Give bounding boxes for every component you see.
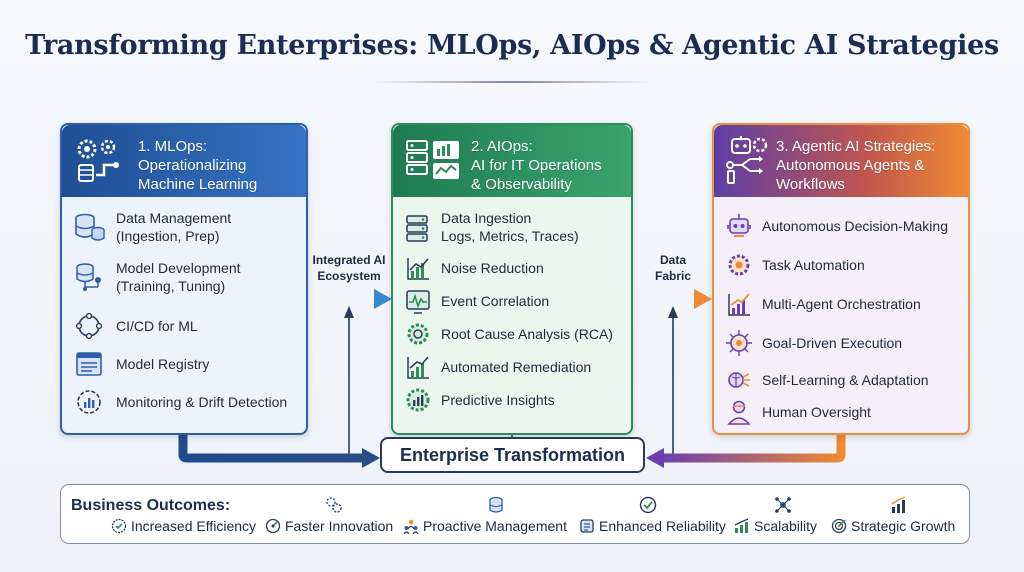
panel-agentic-body: Autonomous Decision-Making Task Automati… — [714, 197, 968, 433]
business-outcomes-label: Business Outcomes: — [71, 497, 231, 514]
panel-aiops-title: 2. AIOps: AI for IT Operations & Observa… — [471, 138, 602, 193]
bar-chart-icon — [407, 356, 429, 379]
panel-mlops-title: 1. MLOps: Operationalizing Machine Learn… — [138, 138, 258, 193]
shield-icon — [580, 519, 594, 533]
title-divider — [372, 81, 652, 83]
list-item: Root Cause Analysis (RCA) — [405, 319, 625, 349]
cycle-icon — [75, 312, 103, 340]
target-icon — [831, 518, 847, 534]
list-item: Human Oversight — [726, 397, 962, 427]
connector-label-right: Data Fabric — [654, 253, 691, 283]
gauge-icon — [265, 518, 281, 534]
list-item: Noise Reduction — [405, 253, 625, 283]
list-item: Predictive Insights — [405, 385, 625, 415]
check-badge-icon — [111, 518, 127, 534]
gears-icon — [77, 139, 119, 182]
panel-agentic-header: 3. Agentic AI Strategies: Autonomous Age… — [714, 125, 968, 197]
panel-mlops-body: Data Management (Ingestion, Prep) Model … — [62, 197, 306, 433]
list-item: Event Correlation — [405, 286, 625, 316]
arrow-mlops-center — [178, 435, 366, 463]
robot-workflow-icon — [726, 136, 768, 184]
enterprise-transformation-box: Enterprise Transformation — [380, 437, 645, 473]
list-item: Task Automation — [726, 250, 962, 280]
database-icon — [75, 213, 105, 241]
outcome-item: Scalability — [734, 517, 817, 535]
outcome-item: Strategic Growth — [831, 517, 955, 535]
list-item: Self-Learning & Adaptation — [726, 365, 962, 395]
server-dashboard-icon — [406, 140, 459, 179]
growth-icon — [891, 496, 906, 513]
gear-chart-icon — [406, 388, 430, 412]
panel-agentic-title: 3. Agentic AI Strategies: Autonomous Age… — [776, 138, 936, 193]
panel-mlops-header: 1. MLOps: Operationalizing Machine Learn… — [62, 125, 306, 197]
gear-icon — [407, 323, 429, 345]
panel-mlops: 1. MLOps: Operationalizing Machine Learn… — [60, 123, 308, 435]
database-icon — [489, 496, 503, 513]
panel-aiops-header: 2. AIOps: AI for IT Operations & Observa… — [393, 125, 631, 197]
list-item: Multi-Agent Orchestration — [726, 289, 962, 319]
outcome-item: Faster Innovation — [265, 517, 393, 535]
outcome-item: Enhanced Reliability — [579, 517, 726, 535]
growth-chart-icon — [728, 293, 750, 316]
people-icon — [403, 519, 419, 534]
panel-agentic: 3. Agentic AI Strategies: Autonomous Age… — [712, 123, 970, 435]
arrow-agentic-center — [660, 435, 846, 463]
list-item: CI/CD for ML — [74, 311, 300, 341]
list-item: Data Ingestion Logs, Metrics, Traces) — [405, 209, 625, 245]
chart-icon — [407, 258, 429, 280]
list-item: Automated Remediation — [405, 352, 625, 382]
network-icon — [775, 497, 791, 513]
brain-icon — [728, 372, 750, 388]
server-icon — [406, 215, 428, 242]
list-item: Monitoring & Drift Detection — [74, 387, 300, 417]
business-outcomes-bar: Business Outcomes: Increased Efficiency — [60, 484, 970, 544]
panel-aiops: 2. AIOps: AI for IT Operations & Observa… — [391, 123, 633, 435]
connector-label-left: Integrated AI Ecosystem — [312, 253, 386, 283]
list-item: Autonomous Decision-Making — [726, 211, 962, 241]
outcome-item: Proactive Management — [403, 517, 567, 535]
target-icon — [726, 330, 752, 356]
outcome-item: Increased Efficiency — [111, 517, 256, 535]
list-item: Data Management (Ingestion, Prep) — [74, 209, 300, 245]
growth-icon — [734, 518, 749, 533]
panel-aiops-body: Data Ingestion Logs, Metrics, Traces) No… — [393, 197, 631, 433]
list-item: Model Registry — [74, 349, 300, 379]
pulse-icon — [406, 290, 430, 314]
gears-icon — [326, 497, 342, 513]
check-circle-icon — [639, 496, 657, 514]
monitor-icon — [77, 390, 101, 414]
model-tree-icon — [76, 263, 101, 291]
person-icon — [727, 400, 751, 425]
robot-icon — [727, 214, 751, 237]
gear-icon — [728, 254, 750, 276]
registry-icon — [76, 352, 102, 376]
page-title: Transforming Enterprises: MLOps, AIOps &… — [25, 30, 999, 61]
list-item: Goal-Driven Execution — [726, 328, 962, 358]
list-item: Model Development (Training, Tuning) — [74, 259, 300, 295]
